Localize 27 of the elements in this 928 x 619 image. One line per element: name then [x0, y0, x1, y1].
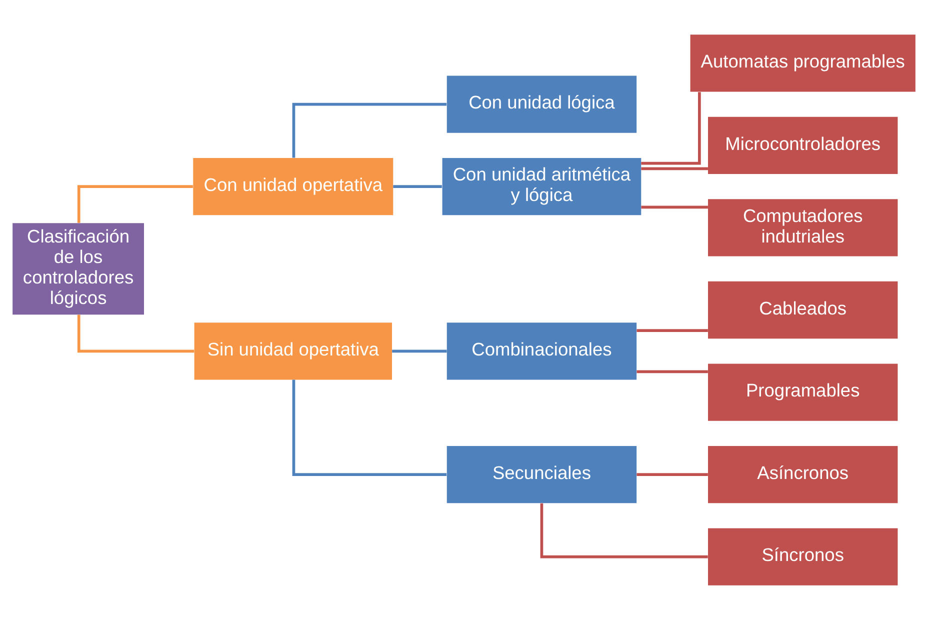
- connector: [641, 205, 708, 208]
- node-box: Secunciales: [446, 446, 637, 503]
- connector: [77, 184, 193, 222]
- node-box: Programables: [708, 363, 898, 420]
- node-box: Computadores indutriales: [708, 198, 898, 256]
- node-box: Microcontroladores: [708, 116, 898, 174]
- connector: [641, 166, 708, 170]
- connector: [392, 349, 447, 352]
- node-box: Asíncronos: [708, 446, 898, 503]
- connector: [636, 472, 708, 476]
- connector: [393, 184, 442, 188]
- connector: [636, 328, 708, 332]
- connector: [641, 92, 701, 164]
- node-box: Clasificación de los controladores lógicos: [12, 222, 144, 314]
- node-box: Automatas programables: [690, 34, 916, 92]
- connector: [77, 314, 194, 352]
- node-box: Con unidad aritmética y lógica: [442, 158, 642, 215]
- connector: [292, 102, 447, 158]
- node-box: Con unidad lógica: [446, 75, 637, 132]
- connector: [292, 379, 447, 476]
- node-box: Combinacionales: [446, 322, 637, 380]
- connector: [540, 502, 708, 558]
- node-box: Síncronos: [708, 528, 898, 585]
- node-box: Sin unidad opertativa: [194, 322, 392, 380]
- node-box: Con unidad opertativa: [193, 158, 394, 215]
- node-box: Cableados: [708, 280, 898, 338]
- connector: [636, 370, 708, 373]
